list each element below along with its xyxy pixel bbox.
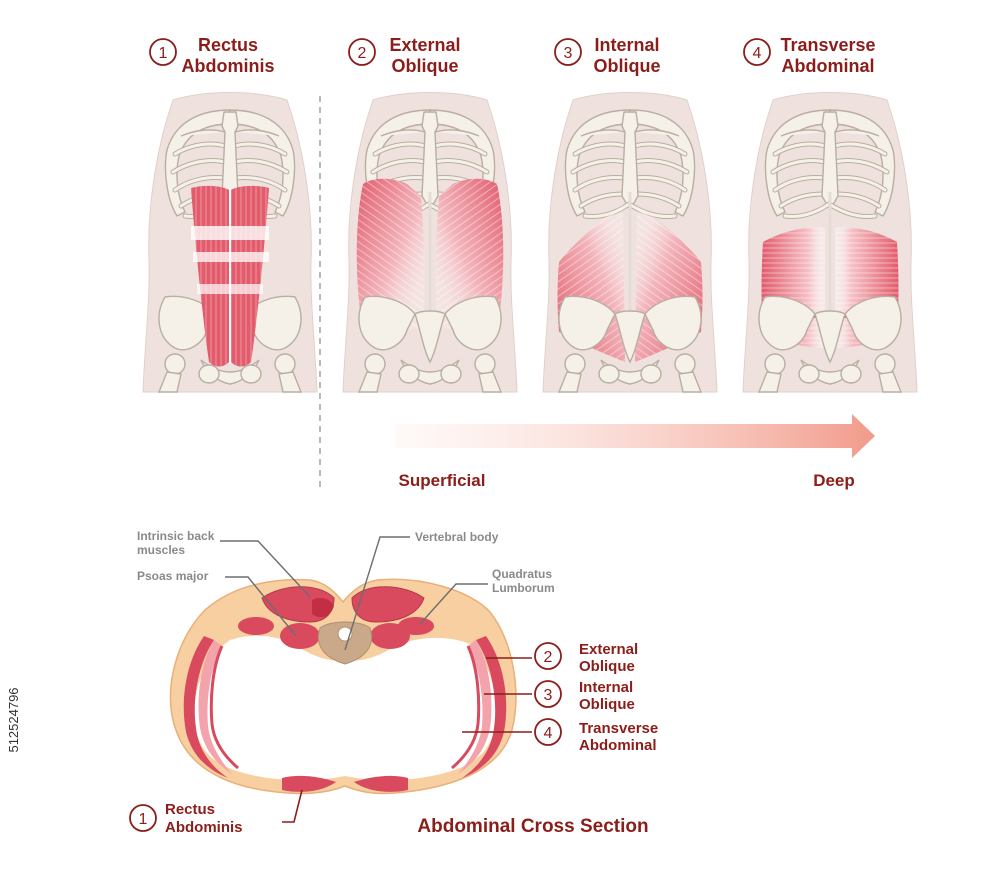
number-badge (348, 38, 376, 66)
label-internal-oblique: 3 Internal Oblique (554, 35, 661, 76)
side-label-transverse-abdominal: 4 Transverse Abdominal (534, 718, 658, 754)
label-line1: Transverse (579, 720, 658, 737)
number-text: 2 (544, 649, 553, 666)
label-rectus-abdominis: 1 Rectus Abdominis (149, 35, 275, 76)
label-line2: Oblique (392, 56, 459, 76)
label-line1: Rectus (198, 35, 258, 55)
number-badge (149, 38, 177, 66)
quadratus-label-1: Quadratus (492, 567, 552, 581)
label-line2: Abdominal (782, 56, 875, 76)
rectus-muscle (191, 185, 269, 367)
label-line1: Transverse (780, 35, 875, 55)
label-line1: Internal (594, 35, 659, 55)
label-external-oblique: 2 External Oblique (348, 35, 461, 76)
label-transverse-abdominal: 4 Transverse Abdominal (743, 35, 876, 76)
deep-label: Deep (813, 471, 855, 490)
label-line2: Abdominis (182, 56, 275, 76)
number-badge (129, 804, 157, 832)
label-line2: Oblique (594, 56, 661, 76)
psoas-label: Psoas major (137, 569, 209, 583)
number-text: 1 (159, 45, 168, 62)
number-badge (534, 718, 562, 746)
number-text: 3 (564, 45, 573, 62)
label-line1: Rectus (165, 801, 215, 818)
stock-id-strip: 512524796 (6, 640, 30, 800)
number-badge (743, 38, 771, 66)
depth-arrow (395, 414, 875, 458)
psoas-leader (225, 576, 297, 637)
label-line2: Abdominal (579, 737, 657, 754)
intrinsic-back-label-1: Intrinsic back (137, 529, 215, 543)
label-line2: Abdominis (165, 819, 243, 836)
side-label-internal-oblique: 3 Internal Oblique (534, 679, 635, 713)
intrinsic-back-label-2: muscles (137, 543, 185, 557)
vertebral-label: Vertebral body (415, 530, 499, 544)
number-text: 2 (358, 45, 367, 62)
number-badge (534, 680, 562, 708)
torso-transverse-abdominal (742, 92, 918, 393)
intrinsic-back-leader (220, 540, 311, 598)
vertebral-leader (344, 536, 410, 651)
number-badge (554, 38, 582, 66)
torso-rectus-abdominis (142, 92, 318, 393)
rectus-leader (282, 789, 303, 823)
number-text: 1 (139, 811, 148, 828)
bottom-label-rectus-abdominis: 1 Rectus Abdominis (129, 801, 243, 836)
number-text: 4 (753, 45, 762, 62)
torso-external-oblique (342, 92, 518, 393)
quadratus-label-2: Lumborum (492, 581, 555, 595)
side-label-external-oblique: 2 External Oblique (534, 641, 638, 675)
label-line1: Internal (579, 679, 633, 696)
cross-section-title: Abdominal Cross Section (417, 816, 648, 837)
label-line1: External (579, 641, 638, 658)
label-line1: External (389, 35, 460, 55)
torso-internal-oblique (542, 92, 718, 393)
quadratus-leader (419, 583, 488, 625)
label-line2: Oblique (579, 696, 635, 713)
stock-id-text: 512524796 (6, 687, 21, 752)
cross-section (169, 578, 517, 795)
number-badge (534, 642, 562, 670)
number-text: 3 (544, 687, 553, 704)
label-line2: Oblique (579, 658, 635, 675)
superficial-label: Superficial (399, 471, 486, 490)
number-text: 4 (544, 725, 553, 742)
